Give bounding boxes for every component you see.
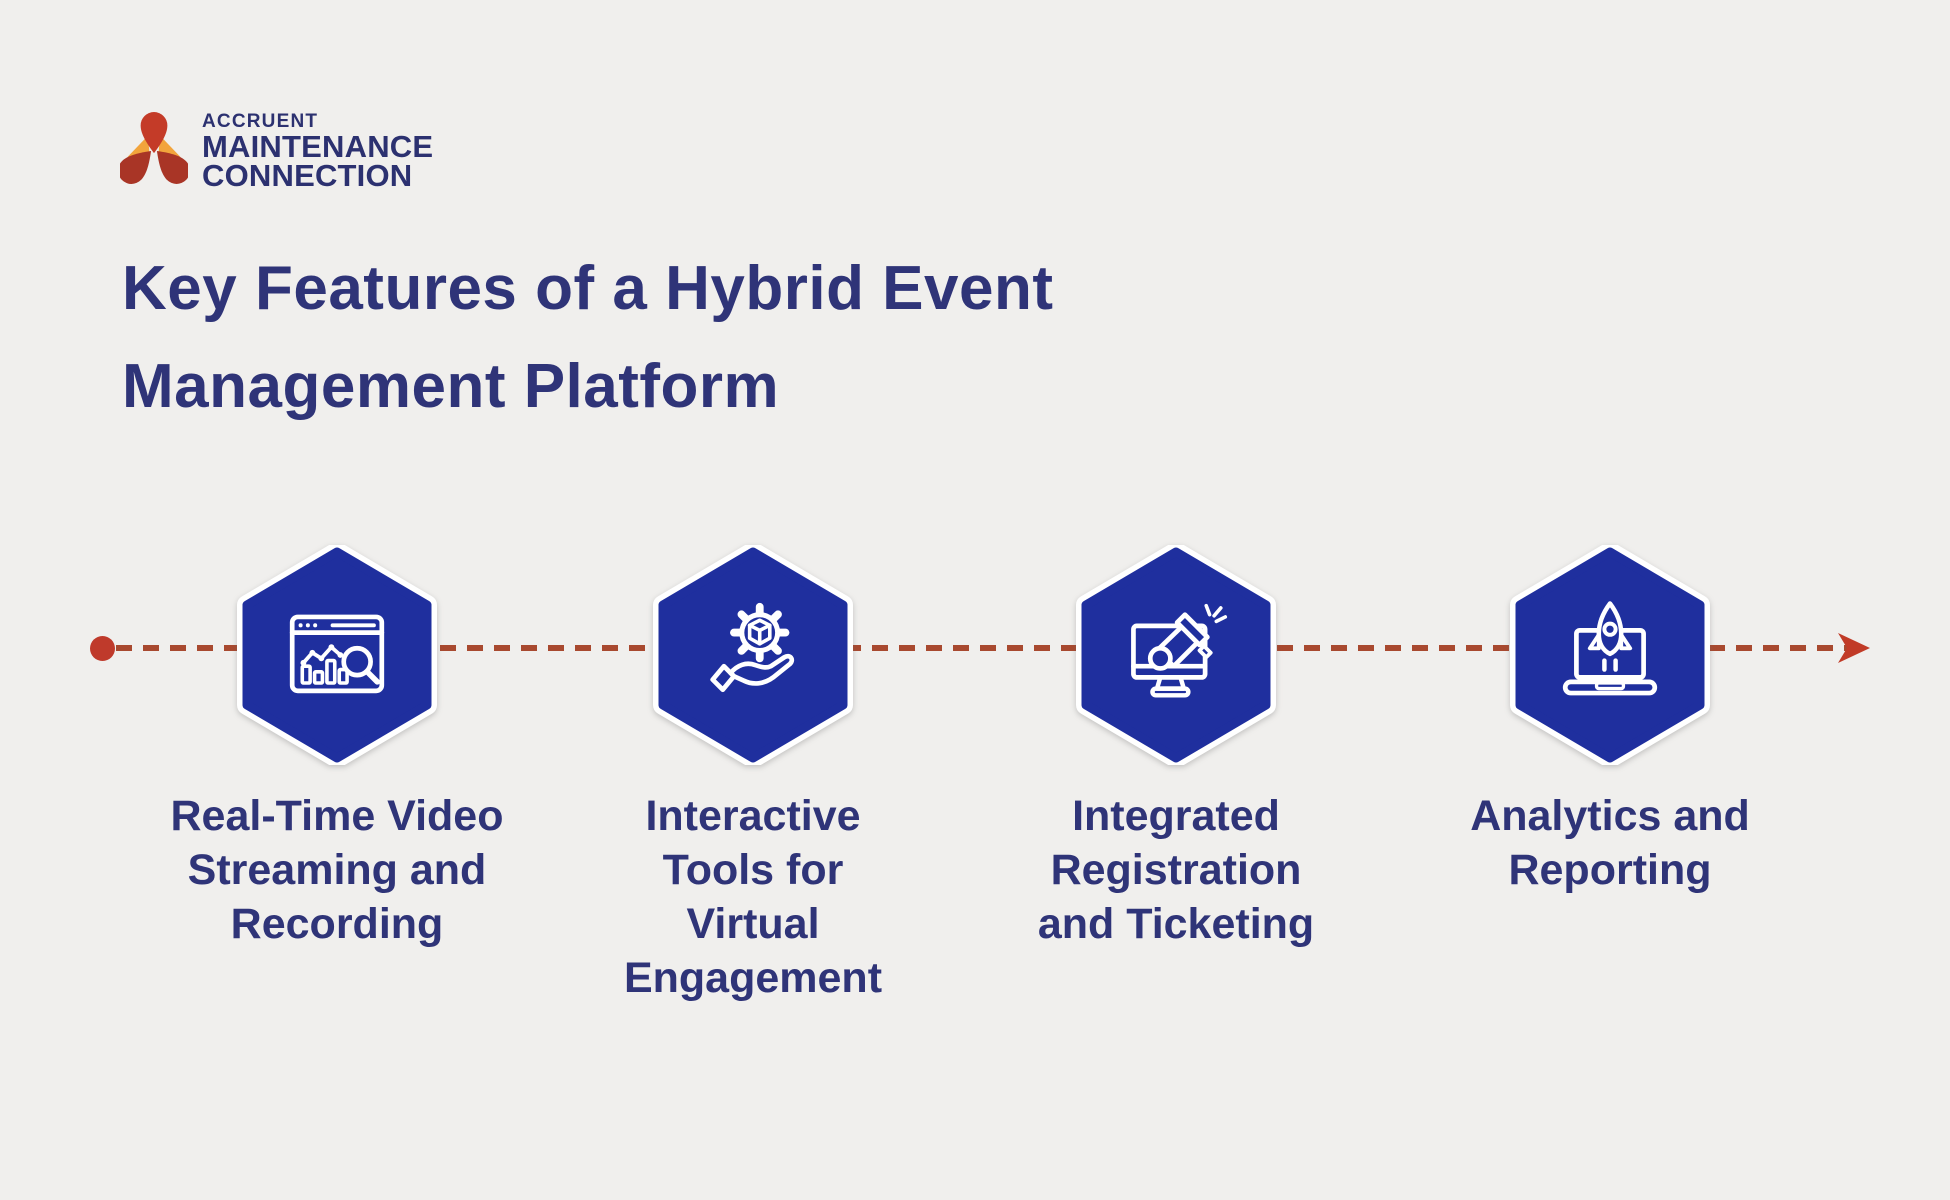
logo-drop-top <box>140 112 168 154</box>
timeline-start-dot <box>90 636 115 661</box>
feature-interactive-tools: Interactive Tools for Virtual Engagement <box>538 545 968 1005</box>
analytics-browser-icon <box>289 614 385 694</box>
accruent-logo-mark-icon <box>120 112 188 184</box>
hexagon-badge <box>1510 545 1710 765</box>
accruent-logo-text: ACCRUENT MAINTENANCE CONNECTION <box>202 110 434 193</box>
logo-name-line2: CONNECTION <box>202 158 413 193</box>
monitor-megaphone-icon <box>1131 603 1228 698</box>
accruent-logo: ACCRUENT MAINTENANCE CONNECTION <box>120 110 434 193</box>
logo-triangle-left <box>127 135 150 158</box>
hexagon-badge <box>653 545 853 765</box>
logo-drop-right <box>156 150 188 184</box>
feature-label: Analytics and Reporting <box>1470 792 1750 894</box>
feature-label: Real-Time Video Streaming and Recording <box>170 792 504 948</box>
feature-label: Integrated Registration and Ticketing <box>1037 792 1315 948</box>
logo-drop-left <box>120 150 152 184</box>
feature-label: Interactive Tools for Virtual Engagement <box>623 792 883 1002</box>
timeline-arrow-icon <box>1838 633 1870 663</box>
page-title: Key Features of a Hybrid Event Managemen… <box>122 254 1054 421</box>
feature-registration-ticketing: Integrated Registration and Ticketing <box>961 545 1391 951</box>
logo-triangle-right <box>158 135 181 158</box>
logo-brand: ACCRUENT <box>202 111 319 132</box>
hexagon-badge <box>1076 545 1276 765</box>
laptop-rocket-icon <box>1562 601 1658 696</box>
hexagon-badge <box>237 545 437 765</box>
feature-analytics-reporting: Analytics and Reporting <box>1395 545 1825 897</box>
logo-name-line1: MAINTENANCE <box>202 129 434 164</box>
feature-real-time-video: Real-Time Video Streaming and Recording <box>122 545 552 951</box>
timeline-dashed-line <box>116 645 1852 651</box>
hand-gear-icon <box>710 602 795 693</box>
